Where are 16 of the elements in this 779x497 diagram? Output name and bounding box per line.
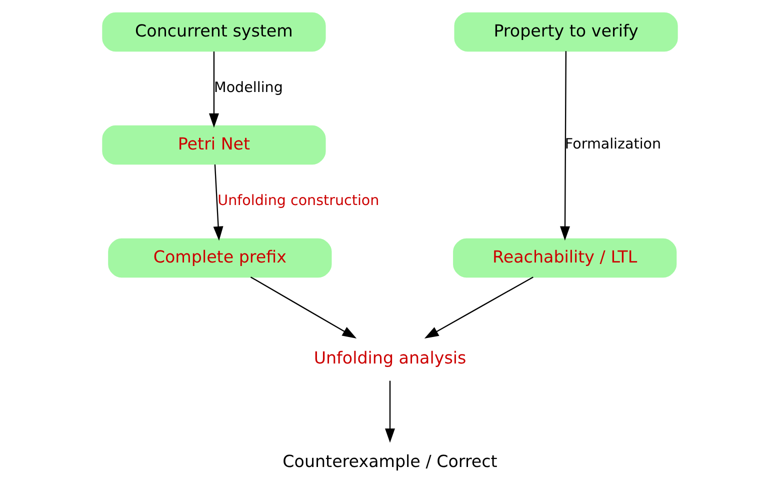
node-box: Reachability / LTL [452,238,676,278]
arrow [208,51,218,128]
edge-label: Formalization [564,136,661,153]
node-box: Complete prefix [108,238,332,278]
node-box: Property to verify [454,12,678,52]
node-text: Unfolding analysis [313,348,466,368]
node-box: Petri Net [102,125,326,165]
node-box: Concurrent system [102,12,326,52]
arrow [384,380,394,443]
edge-label: Unfolding construction [217,193,379,210]
node-text: Counterexample / Correct [282,452,497,471]
arrow [560,51,570,241]
edge-label: Modelling [214,80,282,96]
arrow [212,164,223,241]
arrow [424,276,533,338]
arrow [250,276,356,339]
